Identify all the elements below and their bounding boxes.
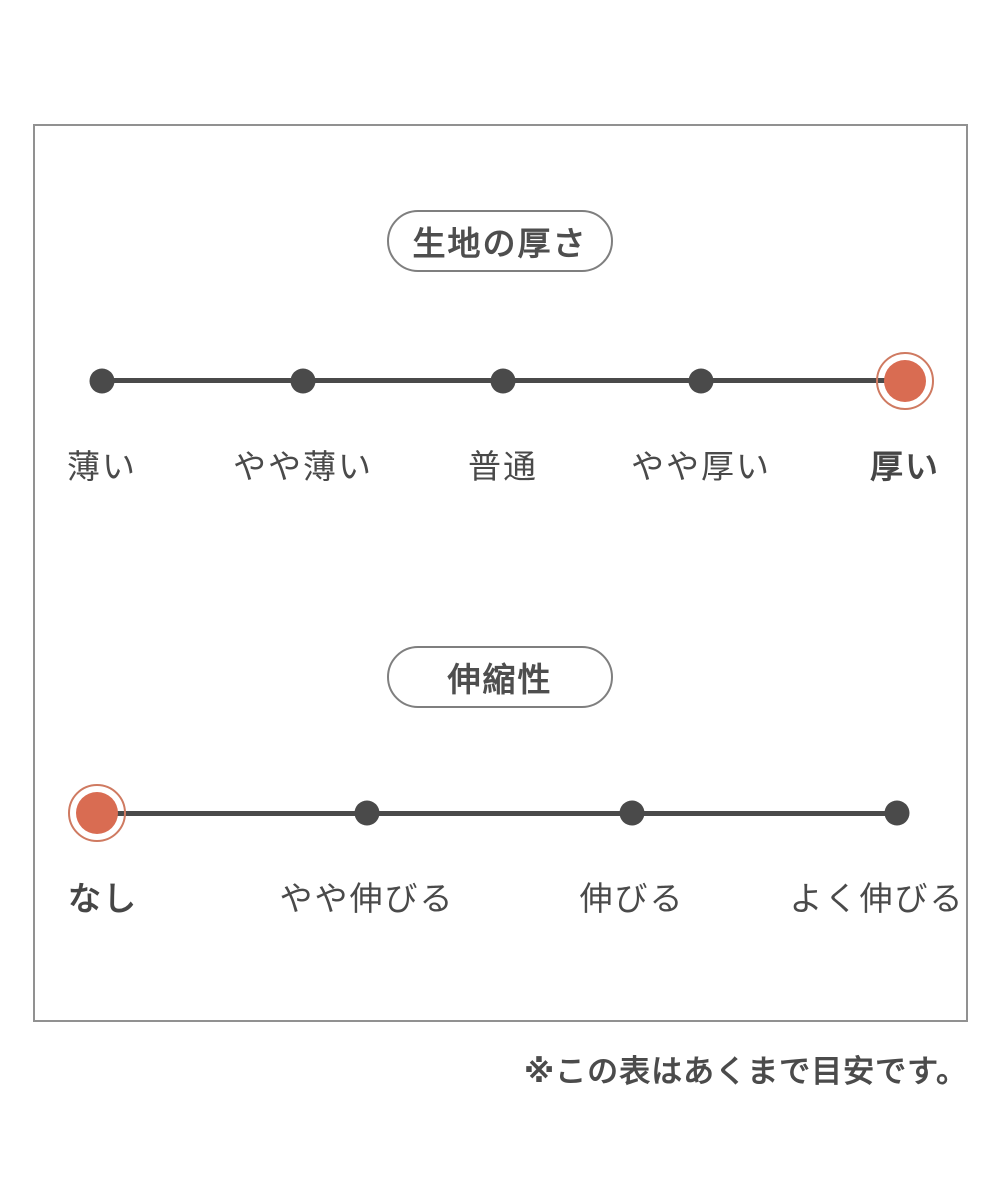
thickness-label-thick: 厚い	[870, 448, 940, 485]
stretch-label-stretchy: 伸びる	[579, 880, 685, 917]
thickness-label-somewhat-thick: やや厚い	[631, 448, 771, 485]
thickness-dot-3	[490, 368, 516, 394]
stretch-label-very-stretchy: よく伸びる	[789, 880, 965, 917]
section-title-thickness-label: 生地の厚さ	[412, 225, 588, 262]
stretch-dot-3	[619, 800, 645, 826]
stretch-selected-marker	[68, 784, 126, 842]
thickness-label-normal: 普通	[468, 448, 538, 485]
section-title-thickness: 生地の厚さ	[387, 210, 613, 272]
stretch-label-none: なし	[68, 880, 138, 917]
stretch-dot-4	[884, 800, 910, 826]
stretch-dot-2	[354, 800, 380, 826]
spec-chart-frame	[33, 124, 968, 1022]
thickness-dot-2	[290, 368, 316, 394]
thickness-label-somewhat-thin: やや薄い	[233, 448, 373, 485]
stretch-selected-dot-icon	[76, 792, 118, 834]
thickness-dot-1	[89, 368, 115, 394]
thickness-label-thin: 薄い	[67, 448, 137, 485]
section-title-stretch: 伸縮性	[387, 646, 613, 708]
stretch-scale-line	[97, 811, 897, 816]
thickness-dot-4	[688, 368, 714, 394]
stretch-label-somewhat-stretchy: やや伸びる	[279, 880, 455, 917]
thickness-selected-marker	[876, 352, 934, 410]
thickness-selected-dot-icon	[884, 360, 926, 402]
section-title-stretch-label: 伸縮性	[447, 661, 553, 698]
disclaimer-note: ※この表はあくまで目安です。	[523, 1054, 968, 1089]
